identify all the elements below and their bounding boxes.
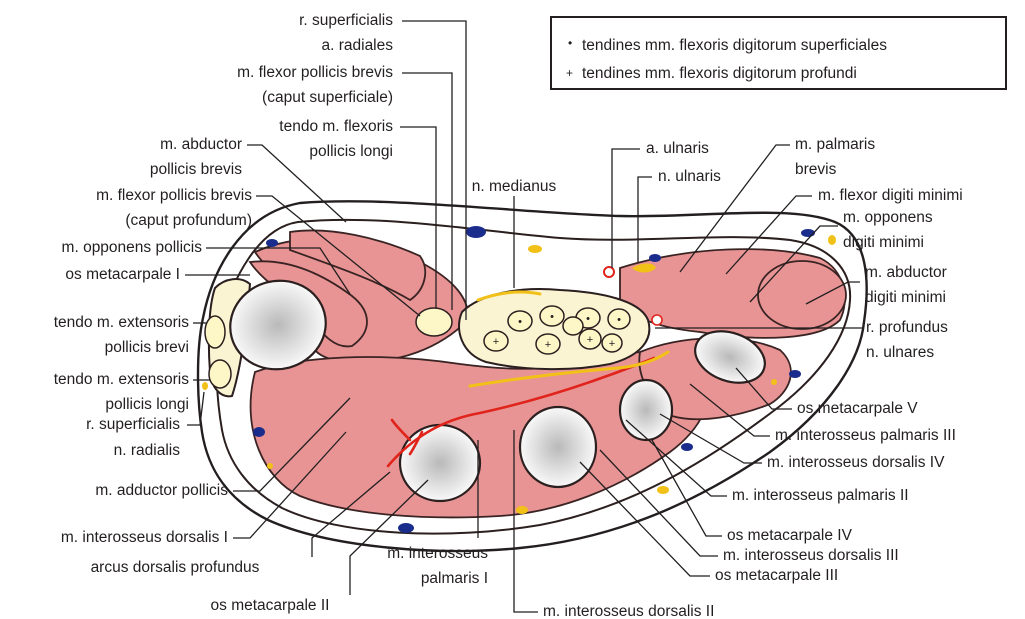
label-fpb-profundum-2: (caput profundum) — [125, 212, 252, 229]
nerve-mark — [516, 506, 528, 514]
label-fpb-superficiale-1: m. flexor pollicis brevis — [237, 64, 393, 81]
label-os-metacarpale-1: os metacarpale I — [65, 266, 180, 283]
ulnar-artery-mark — [604, 267, 614, 277]
label-epb-1: tendo m. extensoris — [54, 314, 190, 331]
label-interosseus-palmaris-1-1: m. interosseus — [387, 545, 488, 562]
label-interosseus-palmaris-1-2: palmaris I — [421, 570, 488, 587]
label-adductor-pollicis: m. adductor pollicis — [95, 482, 228, 499]
label-fpb-profundum-1: m. flexor pollicis brevis — [96, 187, 252, 204]
fpl-tendon — [416, 308, 452, 336]
tendon-plus: + — [587, 334, 593, 346]
vein-mark — [466, 226, 486, 238]
label-n-ulnares: n. ulnares — [866, 344, 934, 361]
label-interosseus-dorsalis-1: m. interosseus dorsalis I — [61, 529, 228, 546]
vein-mark — [253, 427, 265, 437]
label-interosseus-dorsalis-4: m. interosseus dorsalis IV — [767, 454, 945, 471]
label-interosseus-palmaris-2: m. interosseus palmaris II — [732, 487, 909, 504]
label-interosseus-dorsalis-2: m. interosseus dorsalis II — [543, 603, 714, 619]
legend-superficial-text: tendines mm. flexoris digitorum superfic… — [582, 37, 887, 54]
tendon-dot: • — [518, 316, 522, 328]
label-abductor-digiti-minimi-2: digiti minimi — [865, 289, 946, 306]
label-os-metacarpale-3: os metacarpale III — [715, 567, 838, 584]
tendon-plus: + — [493, 336, 499, 348]
label-flexor-digiti-minimi: m. flexor digiti minimi — [818, 187, 963, 204]
label-fpl-1: tendo m. flexoris — [279, 118, 393, 135]
label-epl-2: pollicis longi — [105, 396, 189, 413]
label-opponens-digiti-minimi-2: digiti minimi — [843, 234, 924, 251]
label-opponens-digiti-minimi-1: m. opponens — [843, 209, 933, 226]
label-epl-1: tendo m. extensoris — [54, 371, 190, 388]
nerve-mark — [771, 379, 777, 385]
label-r-sup-n-radialis-2: n. radialis — [114, 442, 181, 459]
label-r-profundus: r. profundus — [866, 319, 948, 336]
label-os-metacarpale-4: os metacarpale IV — [727, 527, 853, 544]
tendon-dot: • — [617, 314, 621, 326]
label-os-metacarpale-2: os metacarpale II — [211, 597, 330, 614]
os-metacarpale-3-bone — [520, 407, 596, 487]
tendon-plus: + — [609, 338, 615, 350]
label-a-ulnaris: a. ulnaris — [646, 140, 709, 157]
tendon-plus: + — [545, 339, 551, 351]
fds-tendon — [563, 317, 583, 335]
label-r-sup-n-radialis-1: r. superficialis — [86, 416, 180, 433]
os-metacarpale-2-bone — [400, 425, 480, 501]
os-metacarpale-4-bone — [620, 380, 672, 440]
label-apb-1: m. abductor — [160, 136, 242, 153]
nerve-mark — [202, 382, 208, 390]
label-n-medianus: n. medianus — [472, 178, 557, 195]
legend: • tendines mm. flexoris digitorum superf… — [551, 17, 1006, 89]
vein-mark — [681, 443, 693, 451]
label-epb-2: pollicis brevi — [105, 339, 189, 356]
vein-mark — [789, 370, 801, 378]
label-r-superficialis: r. superficialis — [299, 12, 393, 29]
label-abductor-digiti-minimi-1: m. abductor — [865, 264, 947, 281]
legend-profundus-text: tendines mm. flexoris digitorum profundi — [582, 65, 857, 82]
label-interosseus-palmaris-3: m. interosseus palmaris III — [775, 427, 956, 444]
label-arcus-dorsalis-profundus: arcus dorsalis profundus — [91, 559, 260, 576]
label-os-metacarpale-5: os metacarpale V — [797, 400, 918, 417]
legend-plus-symbol: + — [566, 66, 573, 80]
label-palmaris-brevis-2: brevis — [795, 161, 837, 178]
vein-mark — [398, 523, 414, 533]
label-palmaris-brevis-1: m. palmaris — [795, 136, 875, 153]
nerve-mark — [267, 463, 273, 469]
label-apb-2: pollicis brevis — [150, 161, 242, 178]
nerve-mark — [657, 486, 669, 494]
nerve-mark — [528, 245, 542, 253]
label-n-ulnaris: n. ulnaris — [658, 168, 721, 185]
label-a-radiales: a. radiales — [321, 37, 393, 54]
deep-ulnar-vessel — [652, 315, 662, 325]
tendon-dot: • — [550, 311, 554, 323]
epb-tendon — [205, 316, 225, 348]
epl-tendon — [209, 360, 231, 388]
legend-dot-symbol: • — [568, 36, 572, 50]
abductor-digiti-minimi-region — [758, 261, 846, 329]
label-fpb-superficiale-2: (caput superficiale) — [262, 89, 393, 106]
nerve-mark — [828, 235, 836, 245]
label-interosseus-dorsalis-3: m. interosseus dorsalis III — [723, 547, 899, 564]
label-fpl-2: pollicis longi — [309, 143, 393, 160]
label-opponens-pollicis: m. opponens pollicis — [62, 239, 203, 256]
tendon-dot: • — [586, 313, 590, 325]
vein-mark — [649, 254, 661, 262]
vein-mark — [266, 239, 278, 247]
